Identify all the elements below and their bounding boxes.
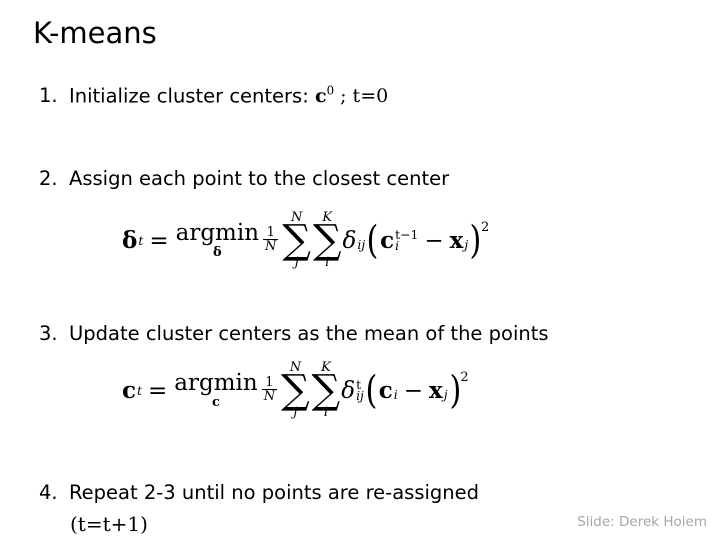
paren-open-icon: (	[365, 367, 378, 412]
argmin-limit: c	[212, 395, 220, 411]
argmin-limit: δ	[213, 245, 222, 261]
term-left-superscript: t−1	[395, 226, 419, 242]
sigma-icon: ∑	[311, 367, 341, 414]
term-right-symbol: x	[449, 227, 464, 255]
list-item-step-2: 2. Assign each point to the closest cent…	[39, 167, 449, 191]
list-item-text: Update cluster centers as the mean of th…	[69, 322, 549, 345]
term-left-subscript: i	[393, 387, 398, 403]
paren-close-icon: )	[469, 217, 482, 262]
superscript-zero: 0	[326, 84, 335, 98]
equation-lhs-symbol: c	[122, 377, 137, 405]
summation-inner: K ∑ i	[312, 210, 342, 271]
list-item-step-1: 1. Initialize cluster centers: c0 ; t=0	[39, 84, 388, 109]
group-exponent: 2	[481, 219, 490, 235]
argmin-operator: argmin c	[174, 370, 258, 411]
inline-math-tail: ; t=0	[334, 85, 389, 108]
equation-relation: =	[148, 377, 168, 404]
equation-relation: =	[149, 227, 169, 254]
term-right-subscript: j	[443, 387, 448, 403]
fraction-numerator: 1	[266, 224, 275, 240]
argmin-label: argmin	[175, 220, 260, 247]
coefficient-subscript: ij	[356, 387, 364, 403]
list-item-step-4-subtext: (t=t+1)	[70, 512, 148, 536]
term-left-symbol: c	[378, 377, 393, 405]
coefficient-delta: δ	[341, 377, 356, 404]
list-item-number: 2.	[39, 167, 58, 190]
list-item-text: Repeat 2-3 until no points are re-assign…	[69, 481, 480, 504]
paren-close-icon: )	[449, 367, 461, 412]
summation-outer: N ∑ j	[282, 210, 311, 271]
summation-upper-limit: N	[291, 210, 303, 225]
coefficient-delta: δ	[342, 227, 357, 254]
summation-upper-limit: K	[321, 360, 331, 375]
fraction-denominator: N	[261, 389, 278, 405]
sigma-icon: ∑	[281, 367, 310, 414]
sigma-icon: ∑	[282, 217, 311, 264]
argmin-label: argmin	[174, 370, 258, 397]
list-item-number: 1.	[39, 84, 58, 108]
slide-credit: Slide: Derek Hoiem	[577, 514, 707, 530]
fraction-one-over-n: 1 N	[261, 374, 278, 405]
term-right-subscript: j	[464, 237, 469, 253]
term-operator: −	[424, 227, 444, 254]
list-item-number: 4.	[39, 481, 58, 504]
equation-lhs-superscript: t	[137, 383, 143, 399]
paren-open-icon: (	[366, 217, 379, 262]
term-right-symbol: x	[429, 377, 443, 405]
coefficient-subscript: ij	[357, 237, 366, 253]
equation-lhs-superscript: t	[138, 233, 144, 249]
equation-lhs-symbol: δ	[122, 227, 138, 255]
summation-lower-limit: j	[294, 255, 299, 271]
group-exponent: 2	[460, 369, 469, 385]
summation-upper-limit: K	[322, 210, 333, 225]
list-item-step-4: 4. Repeat 2-3 until no points are re-ass…	[39, 481, 479, 505]
term-left-subscript: i	[395, 237, 400, 253]
vector-c-symbol: c	[315, 85, 327, 108]
summation-inner: K ∑ i	[311, 360, 341, 421]
page-title: K-means	[33, 16, 157, 50]
summation-lower-limit: i	[323, 405, 329, 421]
summation-outer: N ∑ j	[281, 360, 310, 421]
list-item-number: 3.	[39, 322, 58, 345]
argmin-operator: argmin δ	[175, 220, 260, 261]
fraction-numerator: 1	[265, 374, 274, 390]
term-left-symbol: c	[380, 227, 395, 255]
coefficient-superscript: t	[356, 376, 362, 392]
list-item-label: Initialize cluster centers: c0 ; t=0	[69, 84, 388, 109]
list-item-text: Initialize cluster centers:	[69, 84, 315, 108]
fraction-one-over-n: 1 N	[263, 224, 279, 255]
list-item-step-3: 3. Update cluster centers as the mean of…	[39, 322, 549, 346]
sigma-icon: ∑	[312, 217, 342, 264]
paren-close-group: )2	[468, 217, 491, 262]
inline-math-c-zero: c0 ; t=0	[315, 84, 389, 108]
paren-close-group: )2	[448, 367, 471, 412]
summation-lower-limit: j	[293, 405, 298, 421]
term-operator: −	[403, 377, 423, 404]
summation-upper-limit: N	[289, 360, 302, 375]
fraction-denominator: N	[263, 239, 279, 255]
summation-lower-limit: i	[325, 255, 330, 271]
list-item-text: Assign each point to the closest center	[69, 167, 450, 190]
